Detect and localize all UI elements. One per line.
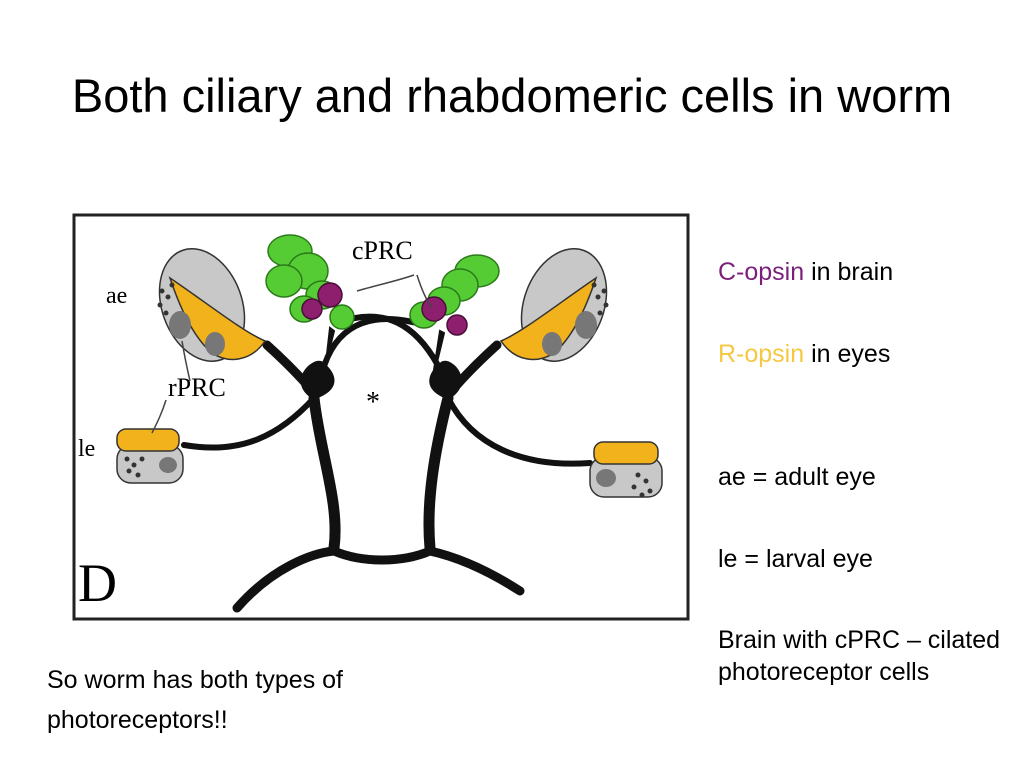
- legend-r-opsin: R-opsin in eyes: [718, 338, 890, 370]
- slide-title: Both ciliary and rhabdomeric cells in wo…: [71, 69, 953, 122]
- c-opsin-term: C-opsin: [718, 258, 805, 286]
- posterior-commissure: [232, 546, 525, 613]
- label-asterisk: *: [366, 387, 380, 418]
- cprc-leader-right: [416, 274, 433, 309]
- slide-caption: So worm has both types of photoreceptors…: [47, 666, 343, 734]
- diagram-canvas: cPRC rPRC ae le * D: [72, 213, 690, 621]
- left-nerve-cord: [308, 392, 341, 554]
- nerve-larval-eye-left: [181, 395, 317, 451]
- label-cprc: cPRC: [352, 236, 413, 265]
- panel-label: D: [78, 553, 117, 613]
- nerve-adult-eye-left: [262, 340, 319, 398]
- label-ae: ae: [106, 283, 127, 309]
- adult-eye-right: [499, 248, 609, 362]
- cprc-cluster-left: [265, 234, 355, 364]
- nerve-adult-eye-right: [445, 340, 502, 398]
- legend-brain: Brain with cPRC – cilated photoreceptor …: [718, 626, 1001, 686]
- larval-eye-right: [589, 441, 663, 498]
- label-rprc: rPRC: [168, 373, 226, 402]
- legend-le: le = larval eye: [718, 545, 873, 573]
- worm-photoreceptor-diagram: cPRC rPRC ae le * D: [72, 213, 690, 623]
- legend-ae: ae = adult eye: [718, 463, 876, 491]
- rprc-leader-larval: [151, 399, 167, 434]
- right-nerve-cord: [423, 392, 454, 554]
- r-opsin-term: R-opsin: [718, 340, 805, 368]
- legend-c-opsin: C-opsin in brain: [718, 256, 893, 288]
- cprc-leader-left: [356, 274, 415, 292]
- rprc-leader-adult: [181, 340, 191, 382]
- cprc-cluster-right: [409, 254, 500, 384]
- label-le: le: [78, 436, 95, 462]
- larval-eye-left: [116, 428, 184, 484]
- r-opsin-location: in eyes: [804, 340, 891, 368]
- c-opsin-location: in brain: [804, 258, 894, 286]
- nerve-larval-eye-right: [445, 395, 593, 467]
- adult-eye-left: [157, 248, 267, 362]
